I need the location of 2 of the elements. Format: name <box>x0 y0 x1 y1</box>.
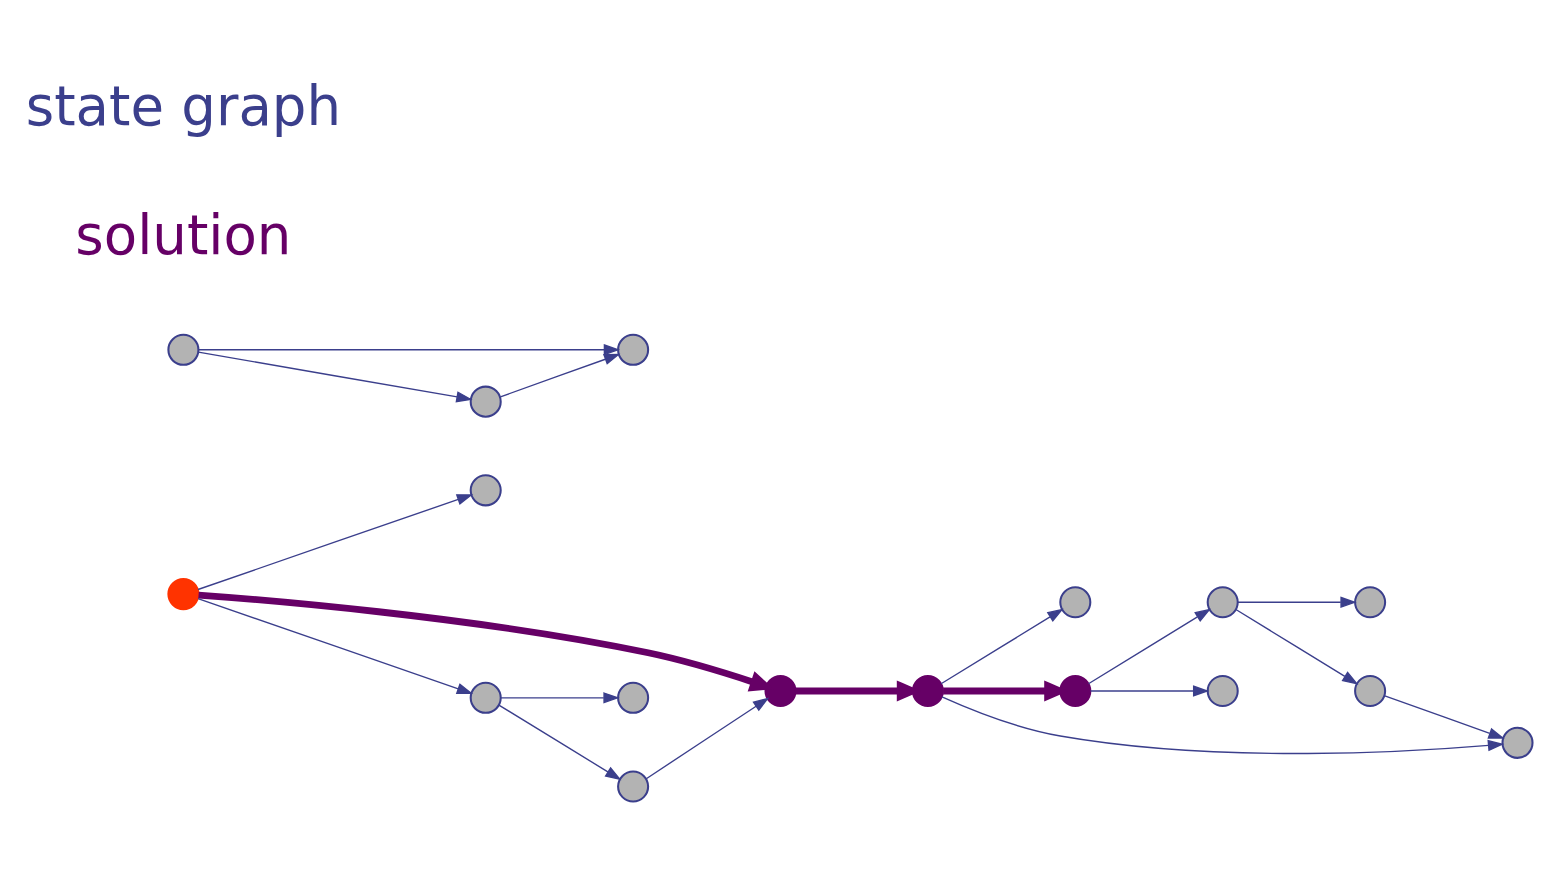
label: state graph <box>25 73 342 138</box>
label: solution <box>75 202 292 267</box>
